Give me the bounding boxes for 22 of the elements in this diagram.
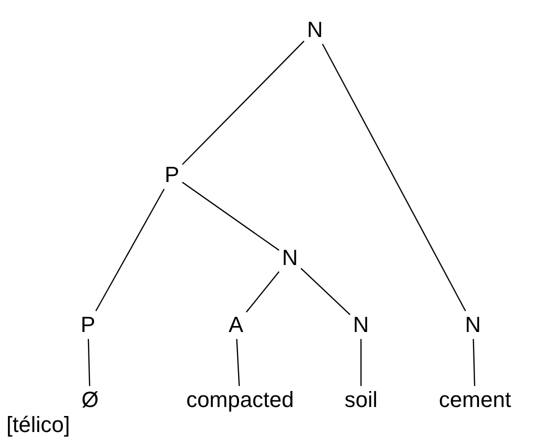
tree-label: P: [80, 314, 96, 336]
tree-branch: [182, 182, 280, 251]
tree-branch: [322, 44, 466, 312]
tree-branch: [236, 338, 240, 386]
tree-label: Ø: [81, 389, 99, 411]
tree-label: P: [164, 164, 180, 186]
tree-branch: [472, 338, 476, 386]
tree-branch: [246, 271, 280, 313]
tree-branch: [95, 188, 165, 312]
tree-branch: [360, 339, 362, 386]
tree-label: A: [228, 314, 244, 336]
tree-branch: [300, 268, 350, 316]
feature-label: [télico]: [6, 414, 70, 436]
tree-label: N: [465, 314, 481, 336]
tree-label: cement: [438, 389, 512, 411]
tree-label: compacted: [186, 389, 294, 411]
tree-label: soil: [344, 389, 378, 411]
tree-branch: [182, 40, 304, 165]
tree-branch: [88, 338, 90, 386]
tree-label: N: [282, 247, 298, 269]
tree-label: N: [353, 314, 369, 336]
tree-label: N: [307, 19, 323, 41]
